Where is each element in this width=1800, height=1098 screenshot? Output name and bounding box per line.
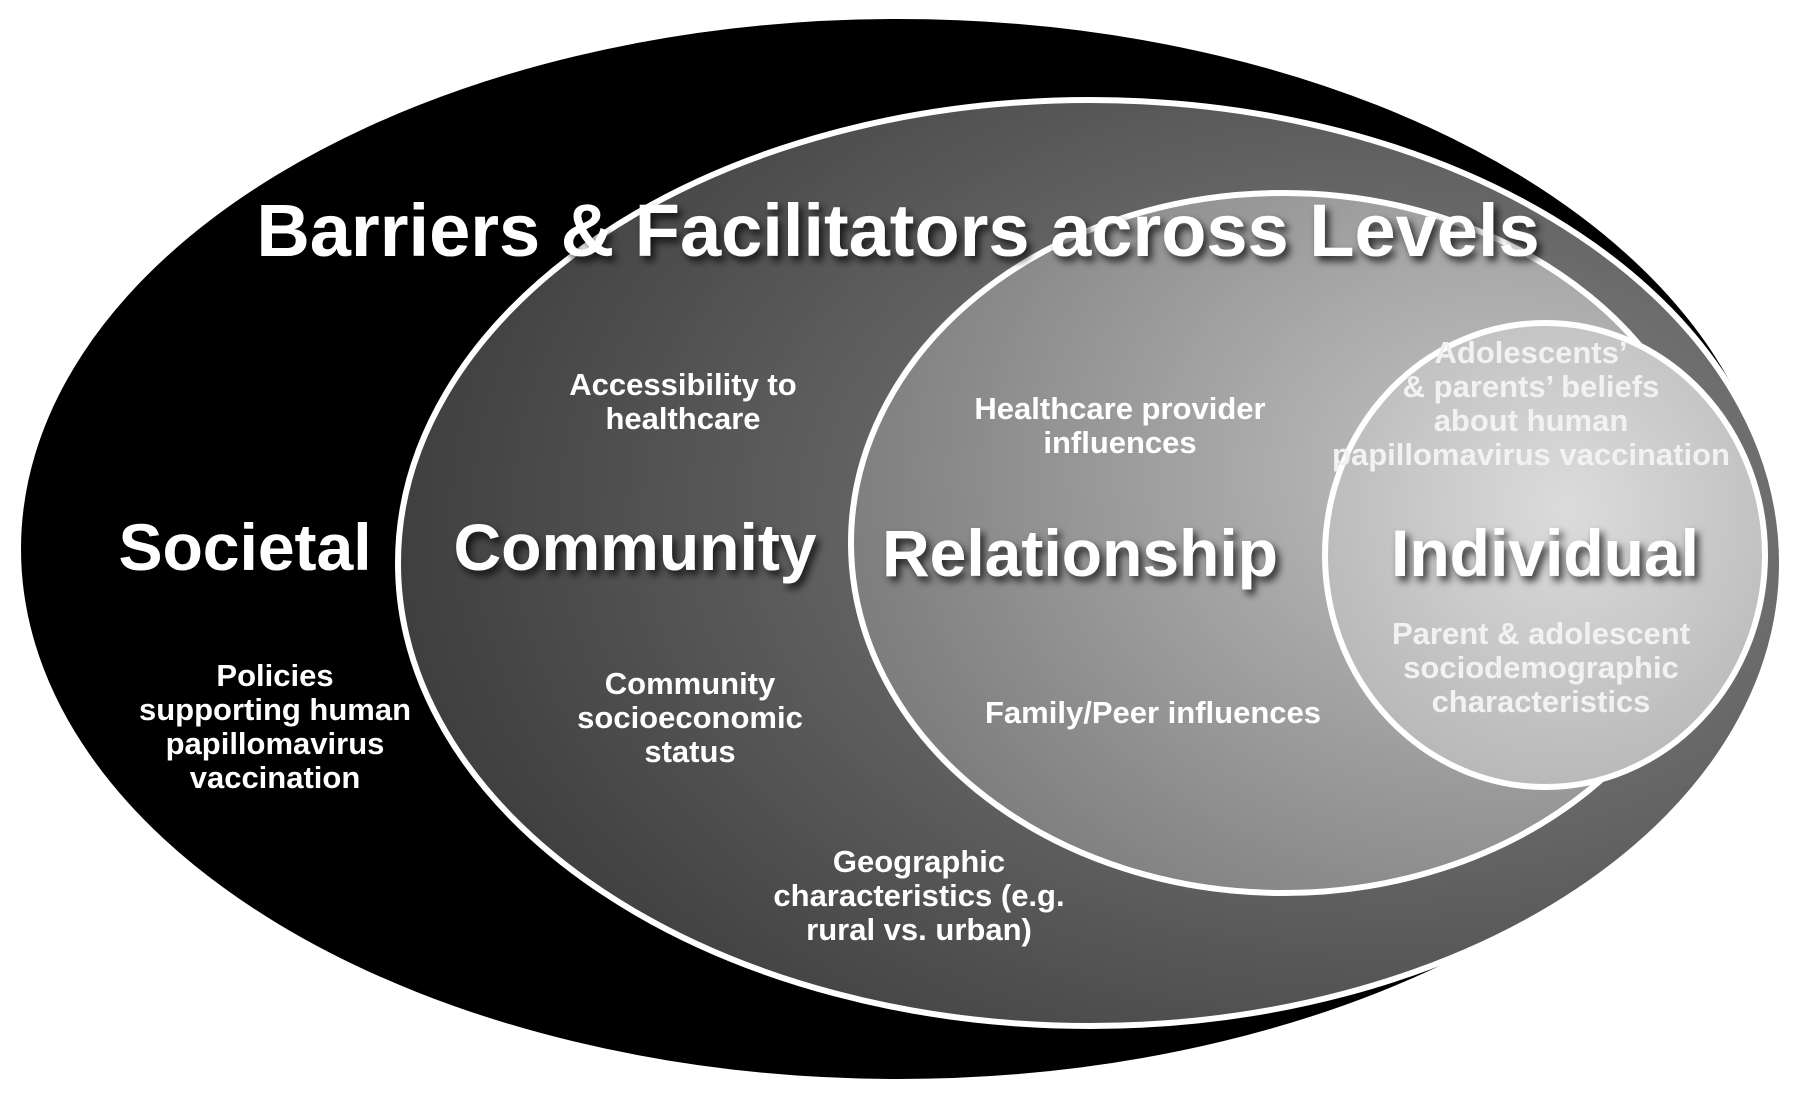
note-community-geographic-line: Geographic [833, 844, 1005, 879]
note-individual-beliefs-line: papillomavirus vaccination [1332, 437, 1730, 472]
note-individual-beliefs-line: & parents’ beliefs [1403, 369, 1660, 404]
note-relationship-provider-line: influences [1043, 425, 1196, 460]
note-individual-beliefs-line: Adolescents’ [1435, 335, 1628, 370]
note-community-socioeconomic-line: socioeconomic [577, 700, 803, 735]
note-relationship-family-line: Family/Peer influences [985, 695, 1321, 730]
diagram-title: Barriers & Facilitators across Levels [256, 189, 1539, 272]
individual-ring [1322, 320, 1768, 790]
note-community-accessibility-line: healthcare [605, 401, 760, 436]
note-community-accessibility-line: Accessibility to [569, 367, 796, 402]
note-relationship-family: Family/Peer influences [985, 695, 1321, 730]
note-societal-policies-line: Policies [216, 658, 333, 693]
level-name-community: Community [454, 510, 817, 584]
note-individual-sociodemographic-line: Parent & adolescent [1392, 616, 1690, 651]
note-community-socioeconomic-line: Community [605, 666, 776, 701]
note-societal-policies-line: vaccination [190, 760, 361, 795]
note-relationship-provider-line: Healthcare provider [974, 391, 1265, 426]
note-individual-sociodemographic-line: sociodemographic [1403, 650, 1679, 685]
note-societal-policies-line: supporting human [139, 692, 411, 727]
level-name-individual: Individual [1391, 516, 1699, 590]
note-individual-beliefs-line: about human [1434, 403, 1629, 438]
level-name-relationship: Relationship [882, 516, 1278, 590]
note-community-geographic-line: rural vs. urban) [806, 912, 1032, 947]
note-individual-sociodemographic-line: characteristics [1432, 684, 1651, 719]
level-name-societal: Societal [118, 510, 371, 584]
note-community-socioeconomic-line: status [644, 734, 735, 769]
note-community-geographic-line: characteristics (e.g. [773, 878, 1064, 913]
note-societal-policies-line: papillomavirus [166, 726, 385, 761]
